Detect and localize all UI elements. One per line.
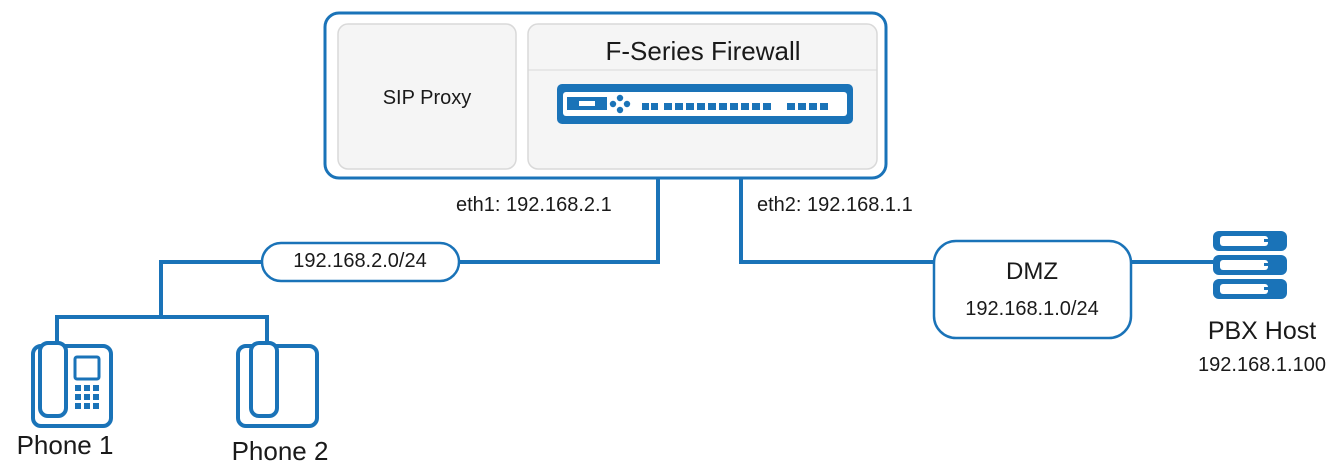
eth1-label: eth1: 192.168.2.1 xyxy=(456,194,612,216)
firewall-appliance-icon xyxy=(557,84,853,124)
dmz-name-label: DMZ xyxy=(1006,258,1058,285)
phone-1-icon xyxy=(31,341,113,428)
firewall-title: F-Series Firewall xyxy=(605,36,801,66)
dmz-box xyxy=(932,239,1133,340)
lan-subnet-pill xyxy=(260,241,461,283)
sip-proxy-label: SIP Proxy xyxy=(382,87,472,109)
pbx-host-name: PBX Host xyxy=(1207,317,1317,345)
phone-2-label: Phone 2 xyxy=(231,436,329,466)
pbx-host-ip: 192.168.1.100 xyxy=(1198,354,1326,376)
phone-2-icon xyxy=(236,341,319,428)
lan-trunk-line xyxy=(159,260,262,317)
eth1-link xyxy=(459,178,660,264)
sip-proxy-panel xyxy=(337,23,517,170)
phone-1-label: Phone 1 xyxy=(16,430,114,460)
pbx-server-icon xyxy=(1213,231,1287,299)
lan-subnet-label: 192.168.2.0/24 xyxy=(293,250,427,272)
eth2-label: eth2: 192.168.1.1 xyxy=(757,194,913,216)
eth2-link xyxy=(739,178,934,264)
phone-branch-line xyxy=(55,315,269,346)
dmz-subnet-label: 192.168.1.0/24 xyxy=(965,298,1099,320)
